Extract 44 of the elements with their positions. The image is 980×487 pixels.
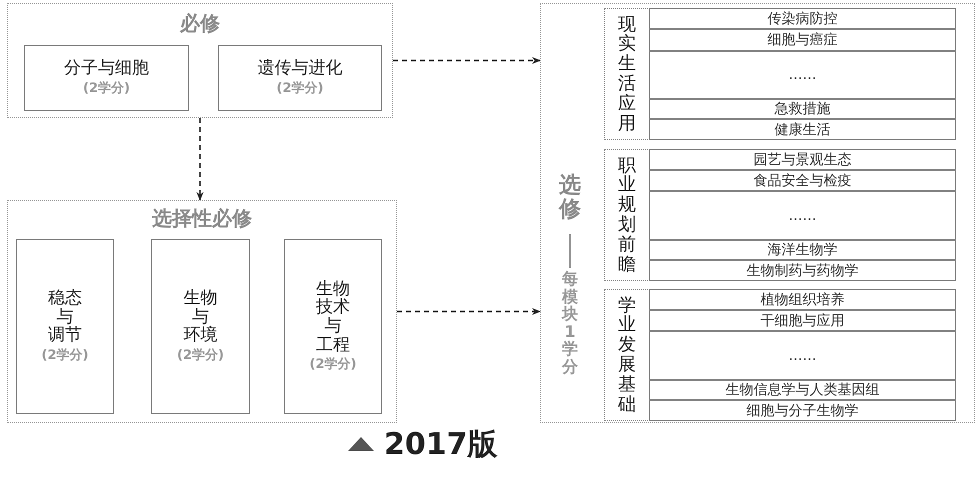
credit-note: (2学分) xyxy=(310,356,356,374)
course-box xyxy=(218,45,382,111)
credit-note: 每模块1学分 xyxy=(562,270,578,376)
arrow xyxy=(397,308,541,316)
table-row: …… xyxy=(649,51,956,99)
group-title: 必修 xyxy=(178,12,221,35)
table-row: 生物制药与药物学 xyxy=(649,260,956,281)
module-group-box xyxy=(7,200,397,423)
category-label: 现实生活应用 xyxy=(618,14,636,134)
course-box xyxy=(151,239,250,414)
table-row: 生物信息学与人类基因组 xyxy=(649,380,956,400)
table-row: 海洋生物学 xyxy=(649,240,956,260)
module-group-box xyxy=(7,3,393,118)
table-row: …… xyxy=(649,191,956,240)
course-name: 生物与环境 xyxy=(184,288,218,346)
elective-group-box xyxy=(540,3,975,423)
course-name: 遗传与进化 xyxy=(258,59,342,78)
credit-note: (2学分) xyxy=(42,347,88,364)
arrow xyxy=(196,118,204,201)
course-box xyxy=(24,45,189,111)
table-row: 植物组织培养 xyxy=(649,289,956,310)
table-row: 细胞与分子生物学 xyxy=(649,400,956,421)
group-title: 选修 xyxy=(559,174,581,222)
table-row: 传染病防控 xyxy=(649,8,956,29)
version-caption: 2017版 xyxy=(384,426,498,464)
table-row: 园艺与景观生态 xyxy=(649,149,956,170)
table-row: 食品安全与检疫 xyxy=(649,170,956,191)
course-name: 稳态与调节 xyxy=(48,288,82,346)
category-label: 学业发展基础 xyxy=(618,296,636,414)
table-row: …… xyxy=(649,331,956,380)
course-box xyxy=(16,239,114,414)
arrow xyxy=(393,56,541,64)
table-row: 急救措施 xyxy=(649,99,956,119)
credit-note: (2学分) xyxy=(276,80,324,97)
course-name: 分子与细胞 xyxy=(64,59,149,78)
course-name: 生物技术与工程 xyxy=(316,280,350,354)
credit-note: (2学分) xyxy=(83,80,130,97)
table-row: 细胞与癌症 xyxy=(649,29,956,51)
category-label: 职业规划前瞻 xyxy=(618,156,636,274)
course-box xyxy=(284,239,382,414)
table-row: 健康生活 xyxy=(649,119,956,140)
group-title: 选择性必修 xyxy=(151,207,253,230)
table-row: 干细胞与应用 xyxy=(649,310,956,331)
credit-note: (2学分) xyxy=(177,347,224,364)
